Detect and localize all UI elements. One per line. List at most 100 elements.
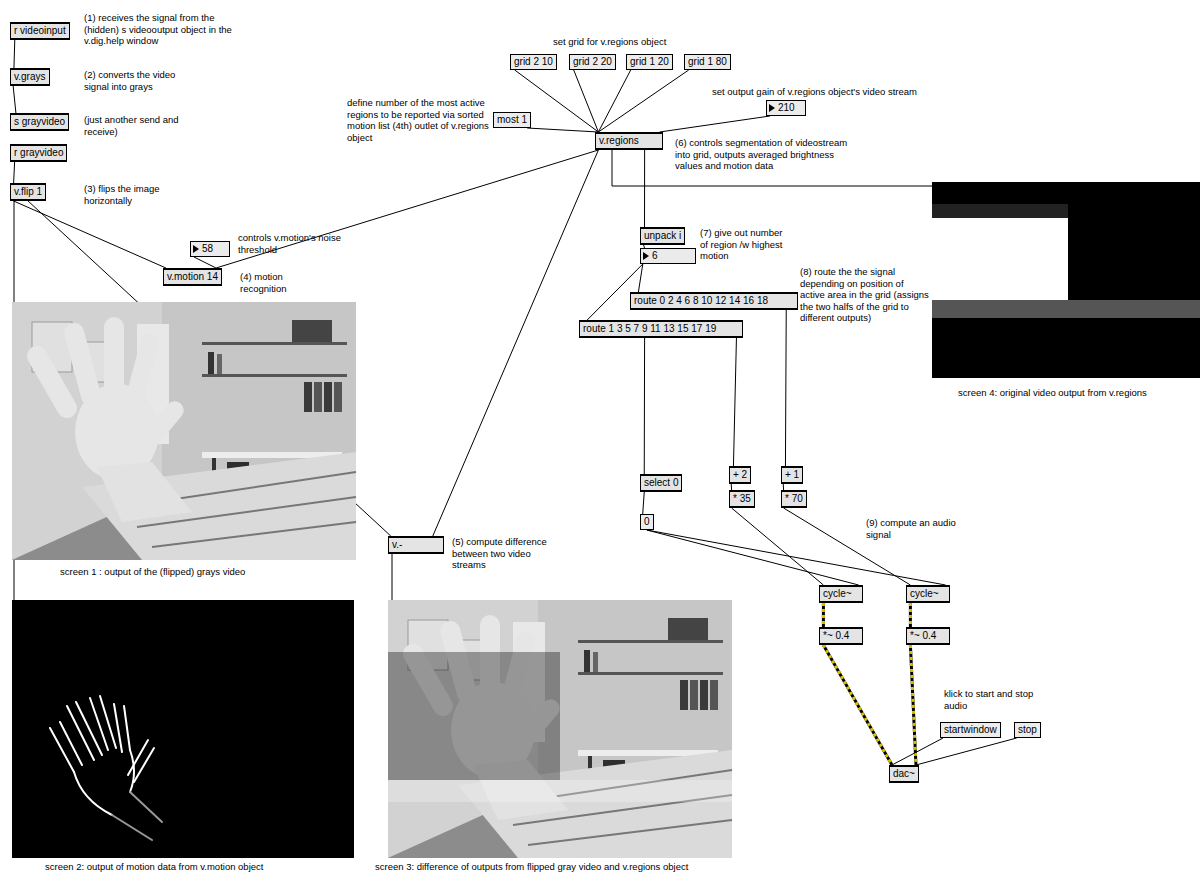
patch-cord — [892, 738, 943, 765]
patch-cord — [13, 86, 16, 113]
object-text: * 70 — [785, 493, 803, 504]
screen-caption: screen 4: original video output from v.r… — [958, 387, 1193, 399]
object-box: *~ 0.4 — [819, 627, 863, 645]
patch-cord — [644, 338, 645, 474]
message-box: startwindow — [940, 722, 1001, 738]
object-box: * 35 — [729, 490, 755, 508]
object-box: + 1 — [781, 466, 803, 484]
screen-3 — [388, 600, 732, 858]
patch-cord — [13, 40, 15, 68]
message-box: grid 2 10 — [510, 54, 557, 70]
comment: set grid for v.regions object — [553, 36, 753, 48]
object-text: stop — [1018, 724, 1037, 735]
patch-cord — [916, 738, 1017, 765]
object-text: v.- — [392, 539, 402, 550]
object-box: r videoinput — [10, 22, 70, 40]
message-box: 0 — [640, 514, 654, 530]
message-box: grid 2 20 — [569, 54, 616, 70]
object-text: 0 — [644, 516, 650, 527]
patch-cord — [732, 508, 824, 585]
object-box: v.- — [388, 536, 444, 554]
object-text: cycle~ — [823, 588, 852, 599]
patch-cord — [13, 162, 15, 183]
patch-cord — [527, 128, 598, 132]
comment: (5) compute difference between two video… — [452, 536, 552, 571]
object-text: grid 2 20 — [573, 56, 612, 67]
signal-cord — [823, 603, 824, 627]
comment: (3) flips the image horizontally — [84, 183, 199, 206]
object-box: cycle~ — [906, 585, 950, 603]
object-text: s grayvideo — [14, 116, 65, 127]
object-text: + 1 — [785, 469, 799, 480]
object-text: r grayvideo — [14, 147, 63, 158]
object-text: + 2 — [733, 469, 747, 480]
message-box: most 1 — [493, 112, 531, 128]
number-triangle — [193, 245, 199, 253]
signal-cord — [910, 603, 911, 627]
screen-1 — [12, 302, 356, 560]
signal-cord — [910, 645, 916, 765]
comment: controls v.motion's noise threshold — [238, 232, 378, 255]
screen-caption: screen 3: difference of outputs from fli… — [375, 861, 765, 873]
object-text: v.grays — [14, 71, 46, 82]
message-box: grid 1 20 — [626, 54, 673, 70]
number-triangle — [769, 104, 775, 112]
object-text: cycle~ — [910, 588, 939, 599]
object-text: v.motion 14 — [167, 271, 218, 282]
object-box: v.flip 1 — [10, 183, 46, 201]
object-box: v.grays — [10, 68, 50, 86]
object-text: select 0 — [644, 477, 678, 488]
patch-cord — [598, 70, 688, 132]
patch-cord — [598, 70, 630, 132]
number-box: 6 — [640, 248, 696, 264]
patch-cord — [216, 150, 598, 268]
object-box: route 0 2 4 6 8 10 12 14 16 18 — [630, 292, 798, 310]
comment: (9) compute an audio signal — [866, 517, 976, 540]
comment: set output gain of v.regions object's vi… — [712, 86, 972, 98]
comment: (4) motion recognition — [240, 271, 330, 294]
message-box: grid 1 80 — [684, 54, 731, 70]
object-box: r grayvideo — [10, 144, 67, 162]
patch-cord — [574, 70, 599, 132]
object-text: route 1 3 5 7 9 11 13 15 17 19 — [583, 323, 716, 334]
signal-cord — [823, 645, 892, 765]
object-text: * 35 — [733, 493, 751, 504]
object-text: grid 1 20 — [630, 56, 669, 67]
patch-cord — [644, 150, 645, 227]
comment: klick to start and stop audio — [944, 688, 1044, 711]
object-text: v.flip 1 — [14, 186, 42, 197]
object-text: 58 — [202, 243, 213, 254]
comment: (just another send and receive) — [84, 114, 189, 137]
object-box: *~ 0.4 — [906, 627, 950, 645]
comment: define number of the most active regions… — [347, 97, 489, 143]
number-triangle — [643, 252, 649, 260]
object-text: *~ 0.4 — [823, 630, 849, 641]
patch-cord — [733, 338, 736, 466]
object-box: s grayvideo — [10, 113, 69, 131]
comment: (6) controls segmentation of videostream… — [675, 137, 860, 172]
patch-cord — [647, 530, 946, 585]
object-text: grid 1 80 — [688, 56, 727, 67]
object-box: v.motion 14 — [163, 268, 222, 286]
object-text: v.regions — [599, 135, 639, 146]
number-box: 58 — [190, 241, 230, 257]
patch-cord — [660, 116, 770, 132]
object-box: dac~ — [889, 765, 919, 783]
screen-caption: screen 2: output of motion data from v.m… — [45, 861, 365, 873]
object-text: unpack i — [644, 230, 681, 241]
object-text: route 0 2 4 6 8 10 12 14 16 18 — [634, 295, 768, 306]
message-box: stop — [1014, 722, 1041, 738]
object-text: 210 — [778, 102, 795, 113]
patch-cord — [433, 150, 599, 536]
screen-4 — [932, 182, 1200, 378]
comment: (7) give out number of region /w highest… — [700, 227, 792, 262]
object-box: select 0 — [640, 474, 682, 492]
object-text: dac~ — [893, 768, 915, 779]
object-box: * 70 — [781, 490, 807, 508]
object-box: unpack i — [640, 227, 685, 245]
object-box: cycle~ — [819, 585, 863, 603]
object-text: startwindow — [944, 724, 997, 735]
comment: (8) route the the signal depending on po… — [800, 266, 930, 324]
object-box: v.regions — [595, 132, 663, 150]
